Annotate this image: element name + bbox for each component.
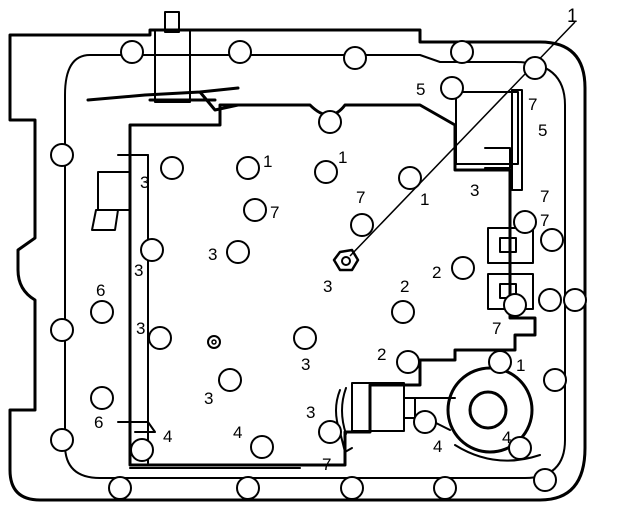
bolt-hole	[108, 476, 132, 500]
bolt-hole	[340, 476, 364, 500]
reference-label: 1	[420, 190, 429, 209]
bolt-hole	[413, 410, 437, 434]
bolt-hole	[533, 468, 557, 492]
reference-label: 6	[96, 281, 105, 300]
bolt-hole	[433, 476, 457, 500]
small-washer-hole	[211, 339, 217, 345]
bolt-hole	[140, 238, 164, 262]
bottom-solenoid-clip	[339, 431, 353, 453]
bolt-hole	[538, 288, 562, 312]
bolt-hole	[503, 293, 527, 317]
bolt-hole	[396, 350, 420, 374]
accumulator-piston	[468, 390, 508, 430]
bolt-hole	[488, 350, 512, 374]
reference-label: 2	[377, 345, 386, 364]
reference-label: 3	[470, 181, 479, 200]
reference-label: 4	[163, 427, 172, 446]
bolt-hole	[343, 46, 367, 70]
callout-bolt-shank	[341, 256, 351, 266]
bolt-hole	[513, 210, 537, 234]
bolt-hole	[250, 435, 274, 459]
reference-label: 3	[208, 245, 217, 264]
bolt-hole	[563, 288, 587, 312]
right-connector-upper	[487, 227, 534, 264]
detent-spring	[86, 86, 240, 112]
reference-label: 7	[528, 95, 537, 114]
reference-label: 5	[538, 121, 547, 140]
accumulator-arc	[454, 444, 541, 462]
left-solenoid-connector	[91, 209, 119, 231]
bolt-hole	[50, 143, 74, 167]
valve-body-plate	[128, 103, 537, 467]
reference-label: 3	[306, 403, 315, 422]
bolt-hole	[391, 300, 415, 324]
reference-label: 1	[516, 356, 525, 375]
upper-right-solenoid-bracket	[511, 89, 523, 191]
left-solenoid	[97, 171, 131, 211]
bolt-hole	[226, 240, 250, 264]
bolt-hole	[293, 326, 317, 350]
reference-label: 2	[432, 263, 441, 282]
bolt-hole	[318, 420, 342, 444]
reference-label: 6	[94, 413, 103, 432]
bolt-hole	[90, 300, 114, 324]
bolt-hole	[160, 156, 184, 180]
reference-label: 4	[233, 423, 242, 442]
bolt-hole	[398, 166, 422, 190]
reference-label: 3	[140, 173, 149, 192]
bolt-hole	[50, 318, 74, 342]
reference-label: 1	[263, 152, 272, 171]
reference-label: 7	[540, 187, 549, 206]
reference-label: 5	[416, 80, 425, 99]
bolt-hole	[243, 198, 267, 222]
bolt-hole	[318, 110, 342, 134]
small-washer	[207, 335, 221, 349]
reference-label: 7	[492, 319, 501, 338]
reference-label: 3	[136, 319, 145, 338]
bolt-hole	[543, 368, 567, 392]
bottom-solenoid-body	[351, 382, 405, 432]
bolt-hole	[451, 256, 475, 280]
reference-label: 4	[502, 428, 511, 447]
reference-label: 3	[134, 261, 143, 280]
bolt-hole	[218, 368, 242, 392]
upper-right-solenoid	[455, 91, 519, 165]
reference-label: 2	[400, 277, 409, 296]
reference-label: 7	[356, 188, 365, 207]
bolt-hole	[228, 40, 252, 64]
outer-casting-outline	[8, 28, 587, 502]
bolt-hole	[50, 428, 74, 452]
bolt-hole	[540, 228, 564, 252]
callout-bolt-head	[332, 248, 360, 272]
reference-label: 7	[270, 203, 279, 222]
bolt-hole	[523, 56, 547, 80]
right-connector-upper-pin	[499, 237, 517, 253]
bolt-hole	[120, 40, 144, 64]
bottom-left-bracket	[117, 421, 156, 433]
bolt-hole	[508, 436, 532, 460]
bolt-hole	[148, 326, 172, 350]
reference-label: 3	[301, 355, 310, 374]
bolt-hole	[236, 156, 260, 180]
reference-label: 3	[204, 389, 213, 408]
reference-label: 7	[322, 455, 331, 474]
bolt-hole	[236, 476, 260, 500]
reference-label: 4	[433, 437, 442, 456]
bolt-hole	[90, 386, 114, 410]
bolt-hole	[350, 213, 374, 237]
reference-label: 7	[540, 211, 549, 230]
callout-label: 1	[567, 6, 578, 27]
upper-right-solenoid-tab	[484, 147, 511, 169]
bolt-hole	[314, 160, 338, 184]
manual-valve-head	[164, 11, 180, 33]
manual-valve-link	[154, 29, 191, 103]
bolt-hole	[440, 76, 464, 100]
bolt-hole	[130, 438, 154, 462]
reference-label: 1	[338, 148, 347, 167]
reference-label: 3	[323, 277, 332, 296]
bolt-hole	[450, 40, 474, 64]
